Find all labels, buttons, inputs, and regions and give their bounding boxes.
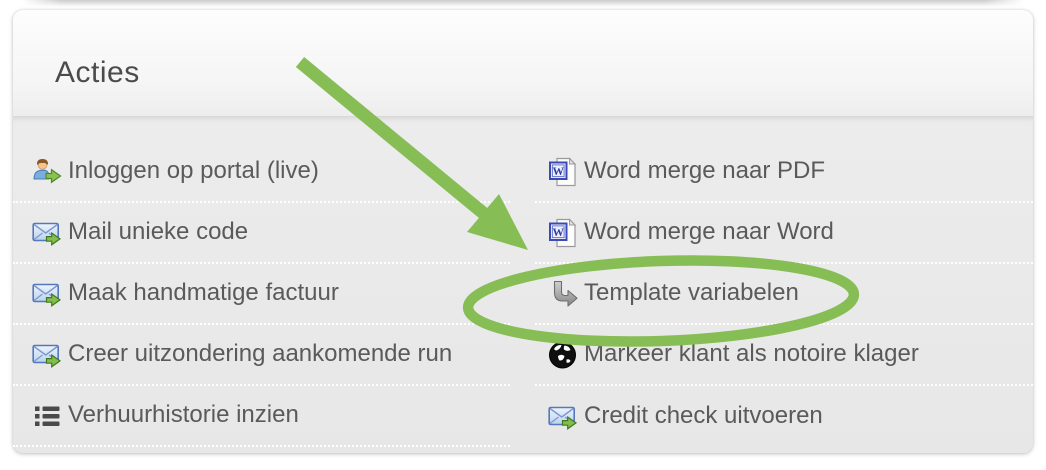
globe-icon [548,340,578,370]
action-label: Template variabelen [584,278,799,306]
mail-send-icon [32,279,62,309]
action-row[interactable]: Verhuurhistorie inzien [13,386,510,447]
actions-column-right: W Word merge naar PDF W Word merge naar … [535,142,1033,447]
actions-panel: Acties Inloggen op portal (live) Mail un… [13,10,1033,453]
word-document-icon: W [548,156,578,187]
svg-text:W: W [553,166,565,178]
action-label: Mail unieke code [68,217,249,245]
action-row[interactable]: Inloggen op portal (live) [13,142,510,203]
action-label: Credit check uitvoeren [584,401,823,429]
action-row[interactable]: Credit check uitvoeren [535,386,1033,447]
action-label: Word merge naar Word [584,217,834,245]
action-label: Word merge naar PDF [584,156,825,184]
top-edge-shadow [22,0,1024,7]
action-row[interactable]: Mail unieke code [13,203,510,264]
action-label: Inloggen op portal (live) [68,156,319,184]
action-row[interactable]: Template variabelen [535,264,1033,325]
actions-panel-header: Acties [13,10,1033,116]
action-label: Markeer klant als notoire klager [584,339,919,367]
action-row[interactable]: Creer uitzondering aankomende run [13,325,510,386]
panel-title: Acties [55,56,140,89]
svg-text:W: W [553,227,565,239]
mail-send-icon [32,340,62,370]
action-row[interactable]: Maak handmatige factuur [13,264,510,325]
actions-column-left: Inloggen op portal (live) Mail unieke co… [13,142,510,447]
action-label: Maak handmatige factuur [68,278,339,306]
mail-send-icon [32,218,62,248]
word-document-icon: W [548,217,578,248]
action-label: Creer uitzondering aankomende run [68,339,453,367]
actions-panel-body: Inloggen op portal (live) Mail unieke co… [13,116,1033,453]
mail-send-icon [548,402,578,432]
action-row[interactable]: W Word merge naar PDF [535,142,1033,203]
action-row[interactable]: Markeer klant als notoire klager [535,325,1033,386]
action-label: Verhuurhistorie inzien [68,400,299,428]
user-login-icon [32,157,62,187]
bent-arrow-icon [548,279,578,309]
list-icon [32,401,62,431]
action-row[interactable]: W Word merge naar Word [535,203,1033,264]
